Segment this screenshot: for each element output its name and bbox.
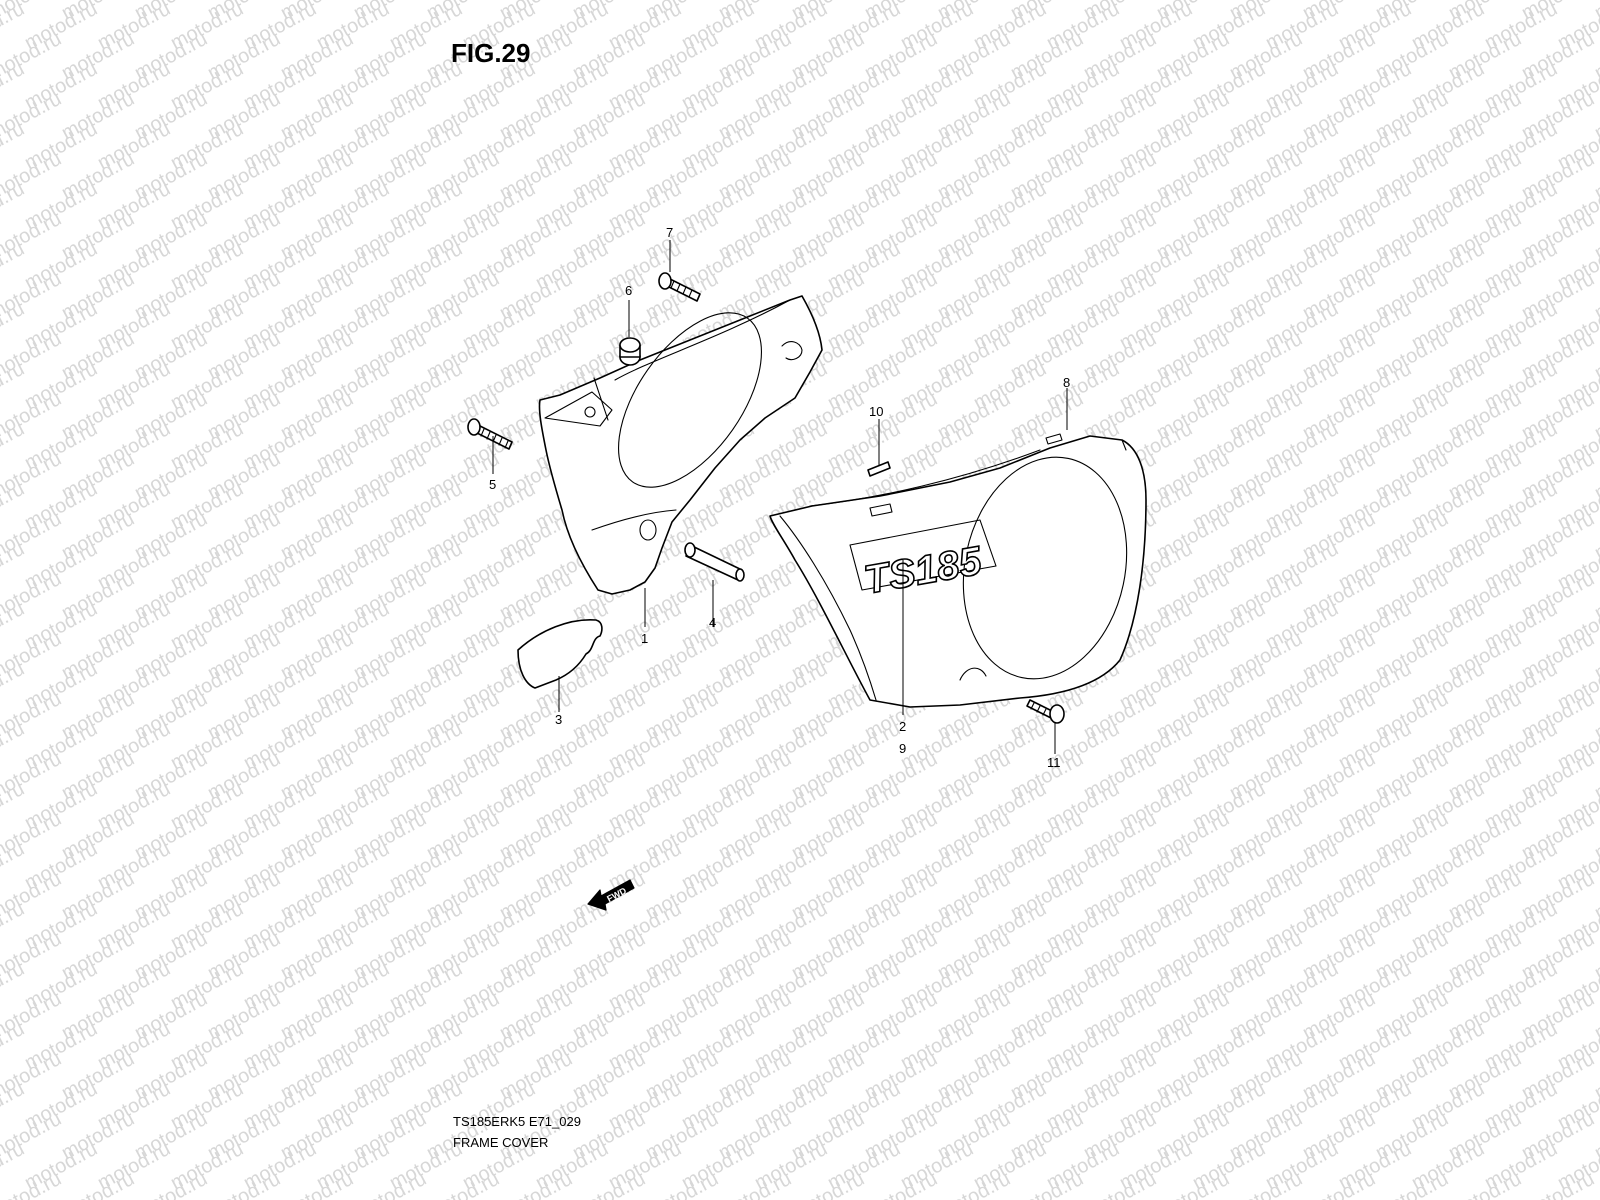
callout-4: 4 — [709, 615, 716, 630]
callout-8: 8 — [1063, 375, 1070, 390]
figure-name: FRAME COVER — [453, 1135, 549, 1150]
left-frame-cover — [538, 295, 823, 595]
callout-10: 10 — [869, 404, 883, 419]
callout-5: 5 — [489, 477, 496, 492]
right-frame-cover: TS185 — [769, 433, 1147, 708]
callout-9: 9 — [899, 741, 906, 756]
figure-code: TS185ERK5 E71_029 — [453, 1114, 581, 1129]
callout-11: 11 — [1047, 755, 1061, 770]
callout-7: 7 — [666, 225, 673, 240]
screw-5 — [467, 418, 513, 450]
callout-2: 2 — [899, 719, 906, 734]
grommet-6 — [619, 337, 641, 366]
collar-part — [684, 542, 745, 582]
callout-6: 6 — [625, 283, 632, 298]
screw-11 — [1026, 699, 1065, 724]
fwd-arrow-icon: FWD — [587, 879, 635, 911]
rubber-pad — [517, 619, 603, 689]
callout-1: 1 — [641, 631, 648, 646]
callout-3: 3 — [555, 712, 562, 727]
watermark-text: motod.ru — [1591, 0, 1600, 24]
screw-7 — [658, 272, 701, 302]
